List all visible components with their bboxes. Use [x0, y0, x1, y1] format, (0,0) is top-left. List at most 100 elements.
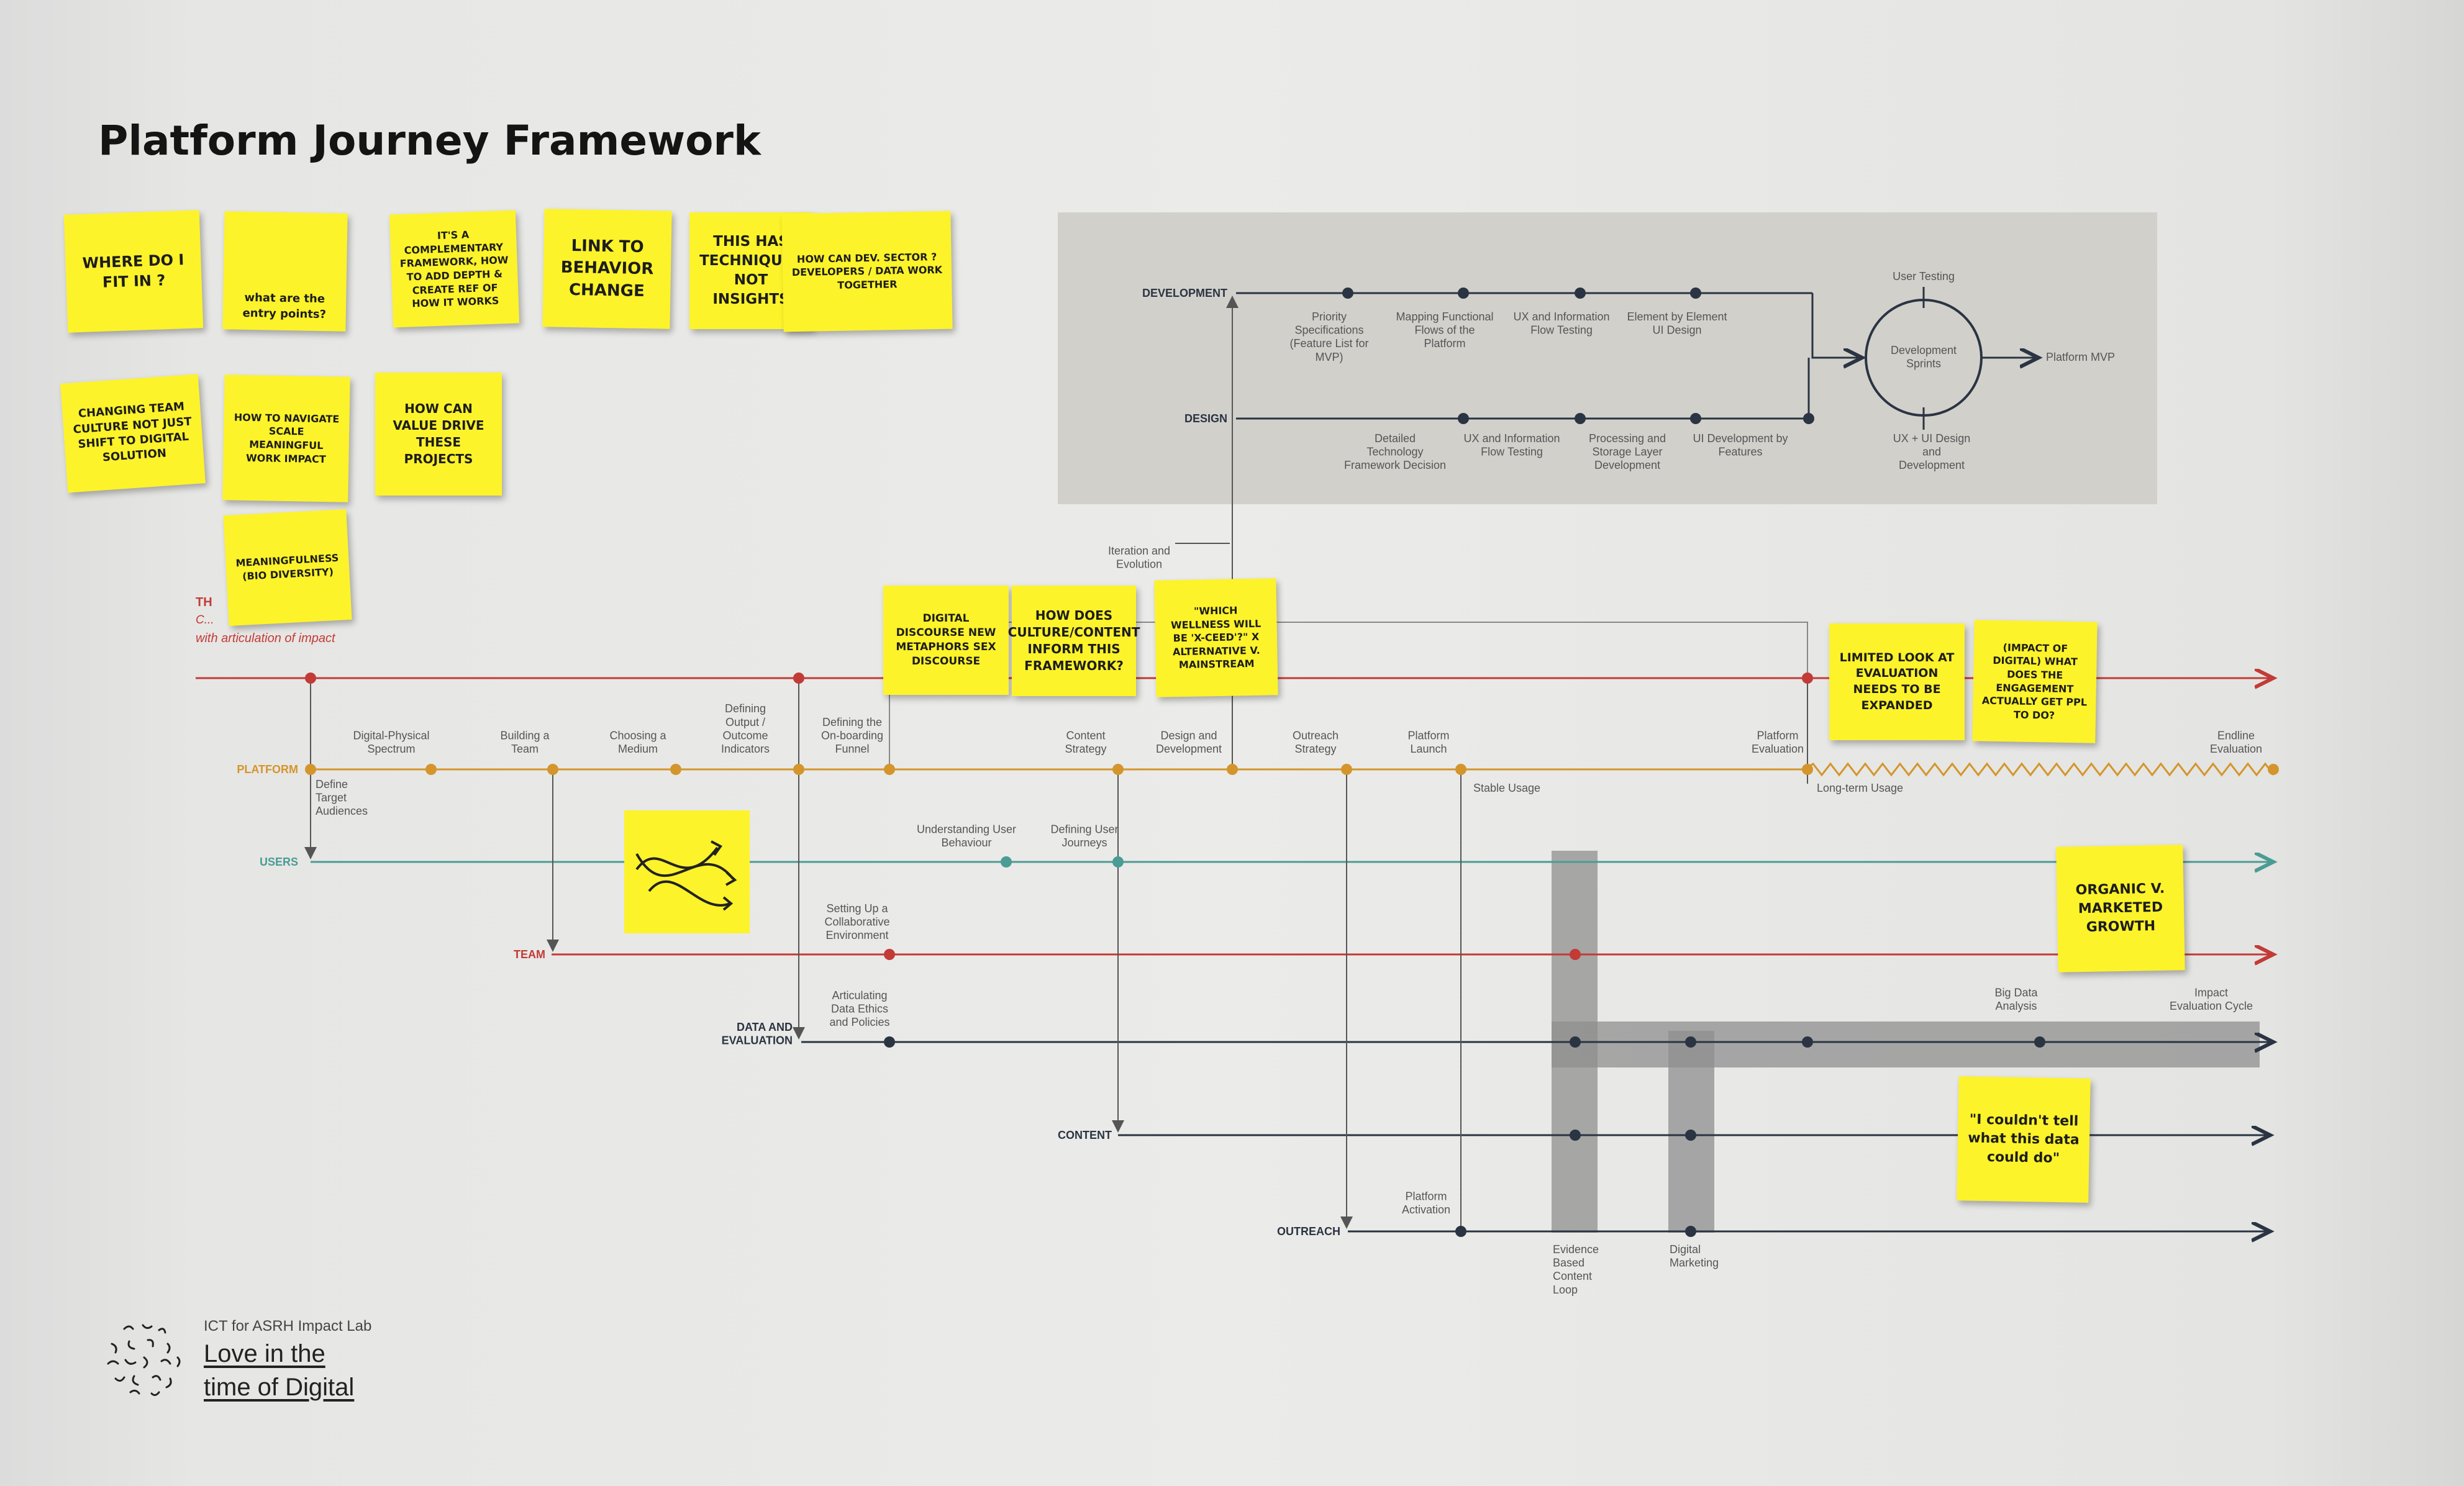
theory-sub-2: with articulation of impact: [196, 632, 336, 645]
logo-subtitle: ICT for ASRH Impact Lab: [204, 1318, 372, 1334]
sticky-wellness: "Which wellness will be 'x-ceed'?" x Alt…: [1154, 578, 1278, 697]
content-node: [1570, 1130, 1581, 1141]
team-node: [884, 949, 895, 960]
stable-usage-label: Stable Usage: [1473, 782, 1540, 794]
sticky-culture-content: How does culture/content inform this fra…: [1008, 586, 1140, 696]
lane-label-content: CONTENT: [1058, 1129, 1112, 1141]
long-term-usage-label: Long-term Usage: [1817, 782, 1903, 794]
platform-node: [2268, 764, 2279, 775]
sticky-complementary-framework: It's a complementary framework, how to a…: [389, 210, 520, 328]
development-nodes: [1342, 288, 1701, 299]
sticky-team-culture: Changing team culture not just shift to …: [60, 374, 206, 493]
journey-nodes: [305, 673, 2279, 1237]
onboarding-bracket: [889, 622, 1808, 769]
logo-line-1: Love in the: [204, 1340, 325, 1367]
team-node: [1570, 949, 1581, 960]
sticky-entry-points: what are the entry points?: [222, 211, 348, 332]
development-node: [1690, 288, 1701, 299]
users-node: [1001, 856, 1012, 868]
platform-node: [1455, 764, 1466, 775]
theory-node: [305, 673, 316, 684]
lane-label-platform: PLATFORM: [237, 763, 298, 776]
lane-label-design: DESIGN: [1184, 412, 1227, 425]
platform-node: [793, 764, 804, 775]
design-node: [1803, 413, 1814, 424]
platform-node: [425, 764, 437, 775]
logo-line-2: time of Digital: [204, 1374, 355, 1401]
design-node: [1690, 413, 1701, 424]
design-node: [1458, 413, 1469, 424]
data-node: [2034, 1036, 2045, 1048]
data-node: [884, 1036, 895, 1048]
output-label: Platform MVP: [2046, 351, 2115, 363]
platform-node: [1227, 764, 1238, 775]
sticky-value-drive: How can value drive these projects: [375, 373, 502, 496]
sticky-link-behavior-change: Link to behavior change: [542, 209, 672, 329]
lane-label-development: DEVELOPMENT: [1142, 287, 1227, 299]
lab-logo-icon: [107, 1324, 181, 1397]
data-node: [1802, 1036, 1813, 1048]
sticky-how-to-navigate: How to navigate scale meaningful work im…: [222, 374, 350, 502]
sticky-arrows-drawing: [624, 810, 750, 933]
platform-node: [1802, 764, 1813, 775]
development-node: [1458, 288, 1469, 299]
dev-to-cycle-connector: [1811, 293, 1862, 358]
theory-sub: C...: [196, 614, 214, 627]
platform-node: [1341, 764, 1352, 775]
long-term-usage-line: [1804, 762, 2275, 777]
outreach-node: [1685, 1226, 1696, 1237]
development-node: [1342, 288, 1353, 299]
platform-node: [547, 764, 558, 775]
lane-label-outreach: OUTREACH: [1277, 1225, 1340, 1238]
dev-design-panel: [1058, 212, 2157, 504]
sticky-where-do-i-fit: Where do I fit in ?: [63, 210, 204, 333]
data-node: [1570, 1036, 1581, 1048]
sticky-engagement: (impact of digital) What does the engage…: [1972, 620, 2098, 743]
data-band: [1552, 1022, 2260, 1067]
theory-node: [1802, 673, 1813, 684]
sticky-organic-growth: Organic v. marketed growth: [2056, 845, 2185, 972]
theory-label: TH: [196, 596, 212, 609]
lane-label-users: USERS: [260, 856, 298, 868]
development-node: [1575, 288, 1586, 299]
sticky-limited-evaluation: Limited look at evaluation needs to be e…: [1829, 623, 1965, 740]
sticky-data-could-do: "I couldn't tell what this data could do…: [1957, 1076, 2091, 1203]
platform-node: [670, 764, 681, 775]
content-node: [1685, 1130, 1696, 1141]
